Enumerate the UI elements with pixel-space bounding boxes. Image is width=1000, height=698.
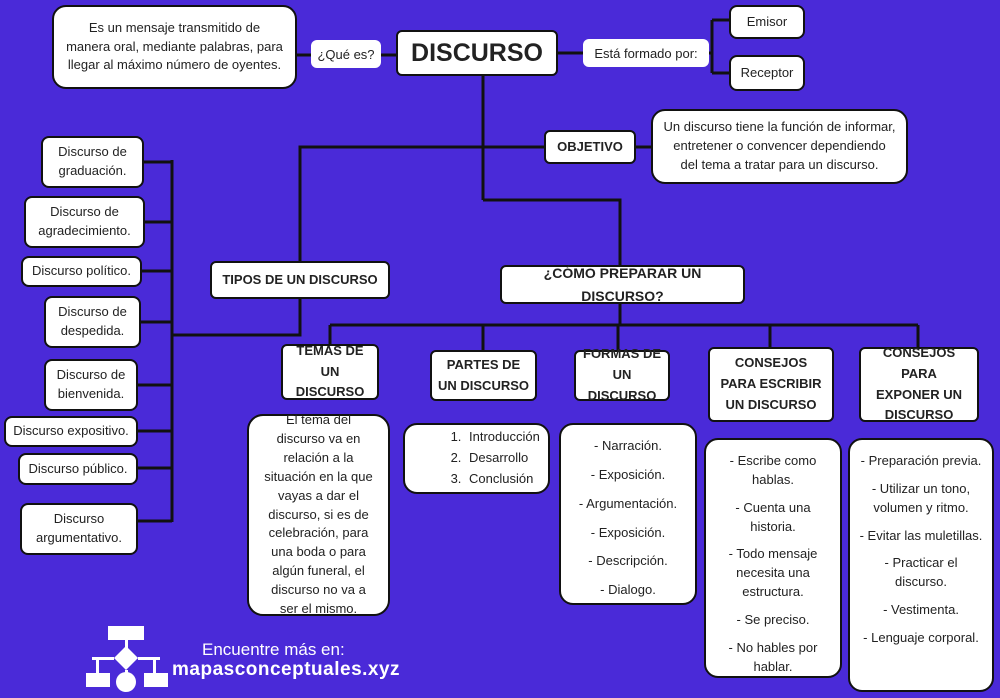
consejos-exponer-head: CONSEJOS PARA EXPONER UN DISCURSO [859, 345, 979, 422]
consejos-exponer-item: - Practicar el discurso. [884, 555, 958, 590]
receptor-box: Receptor [729, 55, 805, 91]
consejos-escribir-item: - Escribe como hablas. [729, 453, 817, 487]
consejos-escribir-label: CONSEJOS PARA ESCRIBIR UN DISCURSO [720, 355, 822, 412]
partes-item-text: Desarrollo [469, 450, 529, 466]
main-title-box: DISCURSO [396, 30, 558, 76]
tipo-item-5: Discurso expositivo. [4, 416, 138, 447]
footer-site-link[interactable]: mapasconceptuales.xyz [172, 659, 401, 680]
tipo-item-2: Discurso político. [21, 256, 142, 287]
objetivo-text: Un discurso tiene la función de informar… [663, 119, 896, 172]
tipo-item-text: Discurso político. [32, 263, 131, 279]
temas-body: El tema del discurso va en relación a la… [247, 412, 390, 616]
tipos-box: TIPOS DE UN DISCURSO [210, 261, 390, 299]
partes-item-text: Introducción [469, 429, 540, 445]
tipo-item-text: Discurso expositivo. [13, 423, 129, 439]
tipo-item-7: Discurso argumentativo. [20, 503, 138, 555]
partes-item: 1. Introducción [443, 428, 540, 447]
partes-item: 3. Conclusión [443, 470, 534, 489]
formas-item: - Descripción. [588, 553, 668, 569]
consejos-escribir-item: - Cuenta una historia. [735, 499, 811, 534]
formado-text: Está formado por: [594, 45, 698, 61]
temas-text: El tema del discurso va en relación a la… [264, 412, 373, 616]
tipo-item-1: Discurso de agradecimiento. [24, 196, 145, 248]
partes-item-number: 3. [450, 470, 462, 486]
partes-item-text: Conclusión [469, 470, 534, 486]
partes-label: PARTES DE UN DISCURSO [438, 356, 530, 393]
consejos-exponer-item: - Preparación previa. [860, 453, 982, 468]
partes-head: PARTES DE UN DISCURSO [430, 350, 537, 401]
tipo-item-3: Discurso de despedida. [44, 296, 141, 348]
emisor-box: Emisor [729, 5, 805, 39]
preparar-label: ¿CÓMO PREPARAR UN DISCURSO? [543, 265, 702, 304]
receptor-text: Receptor [740, 64, 794, 80]
que-es-text: ¿Qué es? [317, 46, 375, 62]
consejos-exponer-label: CONSEJOS PARA EXPONER UN DISCURSO [876, 344, 962, 423]
partes-item: 2. Desarrollo [443, 449, 529, 468]
tipo-item-4: Discurso de bienvenida. [44, 359, 138, 411]
tipo-item-text: Discurso argumentativo. [36, 511, 122, 545]
tipo-item-6: Discurso público. [18, 453, 138, 485]
formas-label: FORMAS DE UN DISCURSO [583, 346, 661, 403]
partes-item-number: 2. [450, 450, 462, 466]
definition-text: Es un mensaje transmitido de manera oral… [66, 19, 283, 73]
partes-item-number: 1. [450, 429, 462, 445]
temas-head: TEMAS DE UN DISCURSO [281, 342, 379, 400]
consejos-escribir-body: - Escribe como hablas. - Cuenta una hist… [704, 438, 842, 678]
consejos-escribir-item: - Todo mensaje necesita una estructura. [728, 546, 818, 600]
objetivo-text-box: Un discurso tiene la función de informar… [651, 109, 908, 184]
tipos-label: TIPOS DE UN DISCURSO [222, 271, 378, 287]
flowchart-logo-icon [86, 626, 168, 692]
formas-head: FORMAS DE UN DISCURSO [574, 346, 670, 403]
formas-item: - Narración. [594, 438, 662, 453]
consejos-exponer-item: - Evitar las muletillas. [859, 527, 983, 543]
formas-item: - Exposición. [590, 524, 666, 540]
temas-label: TEMAS DE UN DISCURSO [295, 342, 365, 400]
tipo-item-text: Discurso de despedida. [58, 304, 127, 338]
formas-item: - Dialogo. [600, 582, 656, 598]
consejos-exponer-item: - Utilizar un tono, volumen y ritmo. [871, 480, 971, 515]
consejos-escribir-item: - No hables por hablar. [728, 639, 818, 674]
consejos-exponer-item: - Lenguaje corporal. [863, 629, 979, 645]
objetivo-label: OBJETIVO [557, 138, 623, 154]
tipo-item-text: Discurso público. [28, 460, 128, 476]
formas-item: - Exposición. [590, 466, 666, 482]
formas-body: - Narración. - Exposición. - Argumentaci… [559, 423, 697, 605]
consejos-exponer-item: - Vestimenta. [883, 602, 959, 618]
formas-item: - Argumentación. [578, 495, 678, 511]
definition-box: Es un mensaje transmitido de manera oral… [52, 5, 297, 89]
tipo-item-text: Discurso de bienvenida. [56, 367, 126, 401]
tipo-item-text: Discurso de graduación. [58, 144, 127, 178]
consejos-exponer-body: - Preparación previa. - Utilizar un tono… [848, 438, 994, 692]
tipo-item-0: Discurso de graduación. [41, 136, 144, 188]
consejos-escribir-item: - Se preciso. [736, 611, 810, 627]
main-title: DISCURSO [411, 38, 543, 67]
emisor-text: Emisor [746, 13, 788, 29]
formado-label: Está formado por: [583, 39, 709, 67]
footer-line1: Encuentre más en: [202, 640, 345, 659]
objetivo-box: OBJETIVO [544, 130, 636, 164]
tipo-item-text: Discurso de agradecimiento. [38, 204, 131, 238]
preparar-box: ¿CÓMO PREPARAR UN DISCURSO? [500, 265, 745, 304]
que-es-label: ¿Qué es? [311, 40, 381, 68]
partes-body: 1. Introducción 2. Desarrollo 3. Conclusión [403, 423, 550, 494]
consejos-escribir-head: CONSEJOS PARA ESCRIBIR UN DISCURSO [708, 347, 834, 422]
